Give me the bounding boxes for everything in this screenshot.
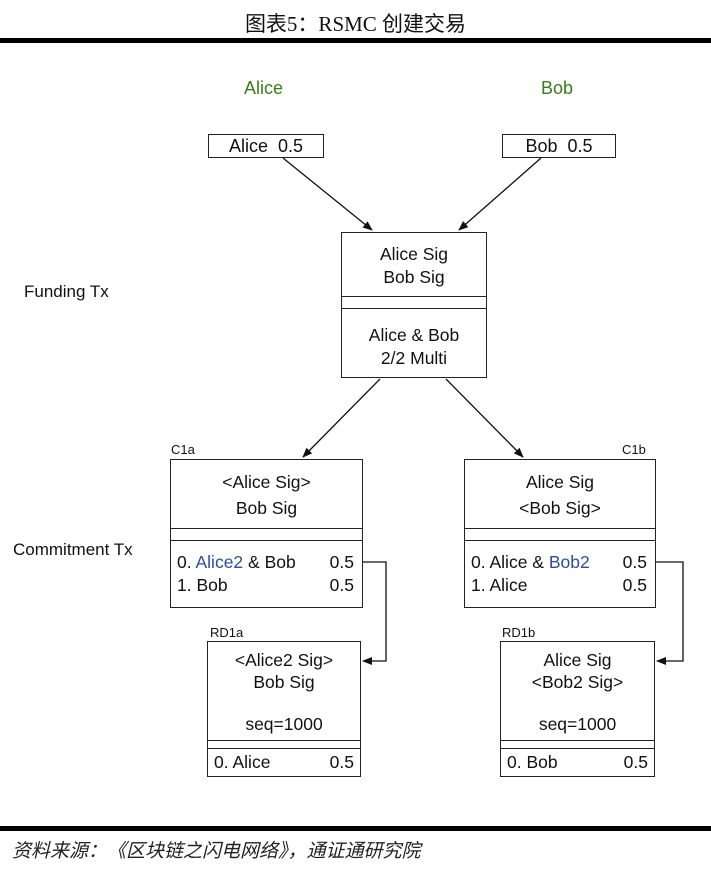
c1a-output-1: 1. Bob 0.5 [177, 575, 354, 596]
c1b-sig-2: <Bob Sig> [519, 498, 601, 518]
c1b-output-0: 0. Alice & Bob2 0.5 [471, 552, 647, 573]
bottom-rule [0, 826, 711, 831]
arrow-alice-to-funding [282, 157, 373, 231]
c1b-output-0-amount: 0.5 [622, 552, 647, 572]
rd1a-sig-2: Bob Sig [253, 672, 315, 692]
c1b-output-0-key: Bob2 [548, 552, 590, 572]
funding-output-2: 2/2 Multi [380, 348, 448, 368]
top-rule [0, 38, 711, 43]
c1a-output-1-label: 1. Bob [177, 575, 228, 595]
bob-input-box: Bob 0.5 [502, 134, 616, 158]
rd1a-output-label: 0. Alice [214, 752, 271, 772]
c1b-sig-1: Alice Sig [525, 472, 595, 492]
c1b-box: Alice Sig <Bob Sig> 0. Alice & Bob2 0.5 … [464, 459, 656, 608]
c1a-output-0-key: Alice2 [195, 552, 244, 572]
rd1b-sig-2: <Bob2 Sig> [531, 672, 624, 692]
c1a-output-0-prefix: 0. [177, 552, 196, 572]
c1b-divider [465, 528, 655, 541]
party-alice-label: Alice [244, 78, 284, 98]
c1b-output-1: 1. Alice 0.5 [471, 575, 647, 596]
rd1b-tag: RD1b [502, 625, 536, 640]
c1a-sig-2: Bob Sig [235, 498, 298, 518]
funding-tx-label: Funding Tx [24, 282, 109, 301]
c1b-output-1-label: 1. Alice [471, 575, 528, 595]
c1a-divider [171, 528, 362, 541]
arrow-c1a-to-rd1a [362, 561, 387, 665]
source-note: 资料来源：《区块链之闪电网络》，通证通研究院 [12, 841, 421, 862]
c1b-output-1-amount: 0.5 [622, 575, 647, 595]
funding-divider [342, 296, 486, 309]
rd1b-output-amount: 0.5 [623, 752, 648, 772]
rd1a-box: <Alice2 Sig> Bob Sig seq=1000 0. Alice 0… [207, 641, 361, 777]
rd1a-divider [208, 740, 360, 749]
arrow-bob-to-funding [458, 157, 542, 231]
c1a-output-0-amount: 0.5 [329, 552, 354, 572]
rd1a-tag: RD1a [210, 625, 244, 640]
arrow-c1b-to-rd1b [656, 561, 684, 665]
party-bob-label: Bob [541, 78, 574, 98]
rd1b-sig-1: Alice Sig [543, 650, 612, 670]
c1a-box: <Alice Sig> Bob Sig 0. Alice2 & Bob 0.5 … [170, 459, 363, 608]
rd1b-output-0: 0. Bob 0.5 [507, 752, 648, 773]
rd1a-output-0: 0. Alice 0.5 [214, 752, 354, 773]
bob-input-label: Bob 0.5 [525, 136, 593, 156]
rd1b-divider [501, 740, 654, 749]
c1a-output-1-amount: 0.5 [329, 575, 354, 595]
arrow-funding-to-c1b [445, 378, 524, 458]
c1a-sig-1: <Alice Sig> [222, 472, 311, 492]
rd1a-sig-1: <Alice2 Sig> [234, 650, 334, 670]
funding-sig-1: Alice Sig [379, 244, 449, 264]
rd1a-output-amount: 0.5 [329, 752, 354, 772]
c1a-output-0: 0. Alice2 & Bob 0.5 [177, 552, 354, 573]
commitment-tx-label: Commitment Tx [13, 540, 133, 559]
alice-input-label: Alice 0.5 [228, 136, 304, 156]
rd1b-box: Alice Sig <Bob2 Sig> seq=1000 0. Bob 0.5 [500, 641, 655, 777]
arrow-funding-to-c1a [302, 378, 381, 458]
funding-sig-2: Bob Sig [383, 267, 445, 287]
c1a-output-0-suffix: & Bob [243, 552, 296, 572]
rd1a-seq: seq=1000 [245, 714, 323, 734]
c1b-tag: C1b [622, 442, 646, 457]
c1b-output-0-prefix: 0. Alice & [471, 552, 549, 572]
funding-output-1: Alice & Bob [368, 325, 460, 345]
c1a-tag: C1a [171, 442, 195, 457]
rd1b-output-label: 0. Bob [507, 752, 558, 772]
alice-input-box: Alice 0.5 [208, 134, 324, 158]
funding-tx-box: Alice Sig Bob Sig Alice & Bob 2/2 Multi [341, 232, 487, 378]
rd1b-seq: seq=1000 [538, 714, 617, 734]
figure-title: 图表5：RSMC 创建交易 [244, 12, 467, 36]
